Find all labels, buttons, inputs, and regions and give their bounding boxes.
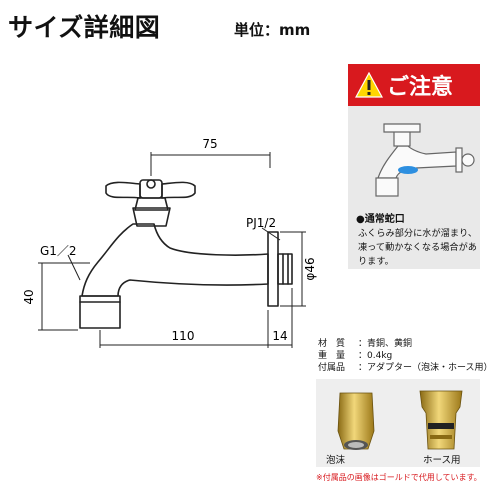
dim-pj: PJ1/2 — [246, 216, 276, 230]
hose-caption: ホース用 — [423, 455, 461, 466]
caution-header: ご注意 — [348, 64, 480, 106]
page-title: サイズ詳細図 — [8, 13, 161, 42]
foam-adapter-image — [337, 392, 375, 450]
regular-faucet-illustration — [375, 123, 475, 197]
unit-label: 単位：mm — [234, 21, 311, 39]
spec-list: 材 質：青銅、黄銅 重 量：0.4kg 付属品：アダプター（泡沫・ホース用） — [318, 338, 493, 374]
dim-14: 14 — [272, 329, 287, 343]
dim-g: G1／2 — [40, 244, 77, 258]
spout-body — [81, 223, 269, 297]
caution-label: ご注意 — [387, 75, 454, 100]
outlet-nozzle — [79, 295, 121, 329]
dim-phi46: φ46 — [303, 257, 317, 280]
wall-flange — [267, 231, 279, 307]
caution-subtitle: ●通常蛇口 — [356, 214, 405, 225]
spec-row-weight: 重 量：0.4kg — [318, 351, 393, 361]
accessory-note: ※付属品の画像はゴールドで代用しています。 — [316, 473, 482, 482]
spec-row-material: 材 質：青銅、黄銅 — [318, 339, 413, 349]
foam-caption: 泡沫 — [326, 455, 346, 466]
caution-text: ふくらみ部分に水が溜まり、凍って動かなくなる場合があります。 — [358, 228, 478, 267]
dim-40: 40 — [22, 289, 36, 304]
hose-adapter-image — [419, 390, 463, 450]
dim-110: 110 — [172, 329, 195, 343]
valve-bonnet — [132, 207, 171, 227]
dim-75: 75 — [202, 137, 217, 151]
warning-icon — [355, 72, 383, 98]
water-pool-marker — [398, 166, 418, 174]
spec-row-accessory: 付属品：アダプター（泡沫・ホース用） — [318, 363, 493, 373]
thread-pj — [277, 253, 293, 285]
valve-handle — [105, 181, 141, 199]
accessory-images — [337, 390, 463, 450]
